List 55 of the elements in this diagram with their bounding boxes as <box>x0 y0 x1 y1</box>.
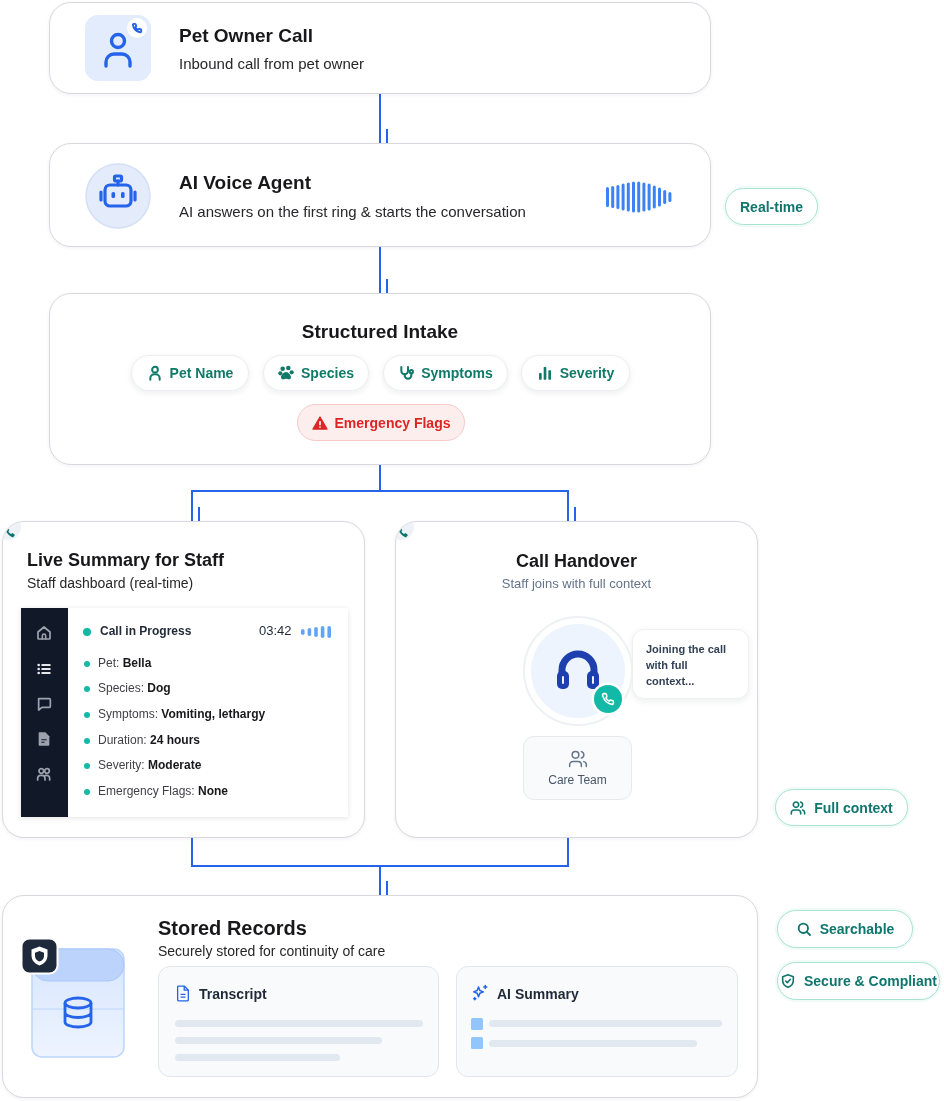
process-card <box>2 895 758 1098</box>
step-title: AI Voice Agent <box>179 172 311 194</box>
intake-field-tag <box>383 355 508 391</box>
step-description: Securely stored for continuity of care <box>158 943 386 960</box>
status-text: Call in Progress <box>100 625 192 639</box>
process-card <box>2 521 365 838</box>
tag-label: Symptoms <box>421 365 493 381</box>
feature-tag <box>775 789 908 826</box>
tag-label: Species <box>301 365 354 381</box>
step-title: Call Handover <box>516 551 637 572</box>
step-description: Staff dashboard (real-time) <box>27 575 194 592</box>
process-card <box>49 293 711 465</box>
intake-field-tag <box>263 355 369 391</box>
step-title: Pet Owner Call <box>179 25 314 47</box>
intake-field-tag <box>131 355 249 391</box>
step-description: Staff joins with full context <box>501 577 652 592</box>
field-value-text: Species: Dog <box>98 682 171 696</box>
record-card <box>456 966 738 1077</box>
step-title: Live Summary for Staff <box>27 550 225 571</box>
feature-tag <box>777 962 940 1000</box>
timer-text: 03:42 <box>259 624 292 639</box>
intake-field-tag <box>521 355 630 391</box>
tag-label: Searchable <box>819 921 895 937</box>
alert-tag <box>297 404 465 441</box>
connector-line <box>379 93 388 144</box>
tag-label: Severity <box>559 365 615 381</box>
tag-label: Secure & Compliant <box>804 973 937 989</box>
process-card <box>49 143 711 247</box>
process-card <box>49 2 711 94</box>
record-card <box>158 966 439 1077</box>
feature-tag <box>725 188 818 225</box>
step-description: Inbound call from pet owner <box>179 55 365 73</box>
connector-line <box>379 246 388 294</box>
team-card <box>523 736 632 800</box>
feature-tag <box>777 910 913 948</box>
team-label: Care Team <box>548 774 607 788</box>
step-title: Stored Records <box>158 917 307 940</box>
section-title: Structured Intake <box>301 321 459 343</box>
field-value-text: Severity: Moderate <box>98 759 202 773</box>
dashboard-panel <box>21 608 348 817</box>
field-value-text: Pet: Bella <box>98 657 152 671</box>
tag-label: Full context <box>814 799 893 816</box>
process-card <box>395 521 758 838</box>
connector-line <box>191 837 569 896</box>
field-value-text: Duration: 24 hours <box>98 734 201 748</box>
speech-text: Joining the call with full context... <box>646 642 728 689</box>
field-value-text: Emergency Flags: None <box>98 785 229 799</box>
card-title: Transcript <box>199 986 267 1003</box>
tag-label: Emergency Flags <box>334 414 451 431</box>
tag-label: Real-time <box>740 198 803 215</box>
step-description: AI answers on the first ring & starts the conversation <box>179 203 526 221</box>
field-value-text: Symptoms: Vomiting, lethargy <box>98 708 266 722</box>
connector-line <box>191 464 576 522</box>
card-title: AI Summary <box>497 986 579 1003</box>
tag-label: Pet Name <box>169 365 234 381</box>
